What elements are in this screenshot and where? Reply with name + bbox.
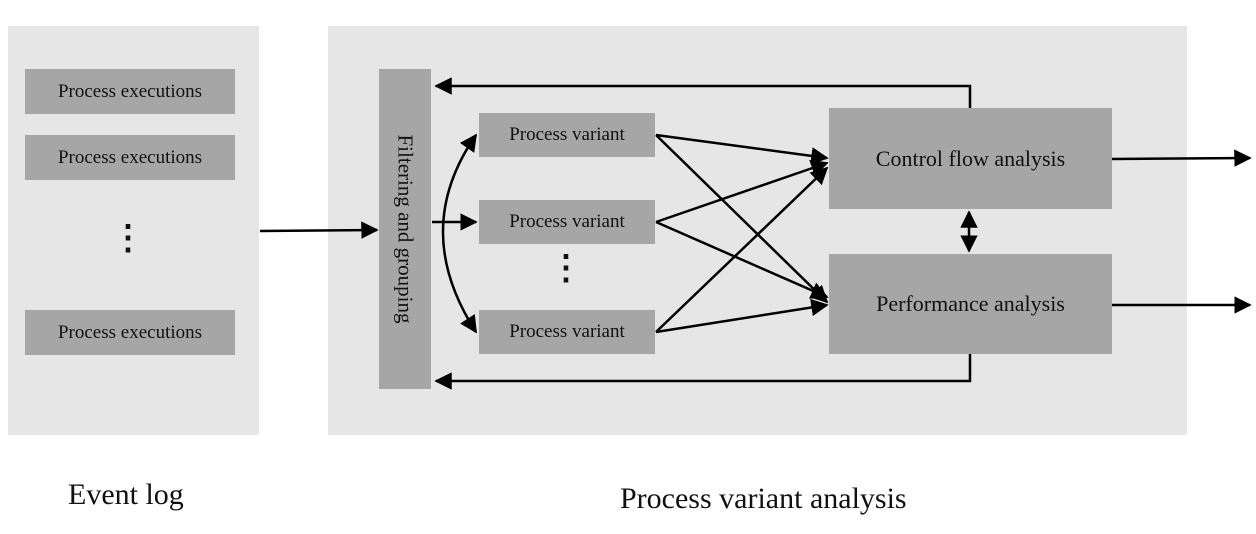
arrow-control-flow-output (1111, 149, 1252, 167)
variant-ellipsis: ⋮ (549, 250, 583, 287)
arrow-filter-curve (441, 133, 478, 334)
process-executions-box-3: Process executions (25, 310, 235, 355)
process-variant-box-1: Process variant (479, 113, 655, 157)
performance-analysis-box: Performance analysis (829, 254, 1112, 354)
control-flow-analysis-box: Control flow analysis (829, 108, 1112, 209)
process-variant-box-2: Process variant (479, 200, 655, 244)
process-executions-box-2: Process executions (25, 135, 235, 180)
filtering-grouping-box: Filtering and grouping (379, 69, 431, 389)
event-log-ellipsis: ⋮ (111, 220, 145, 257)
process-variant-box-3: Process variant (479, 310, 655, 354)
process-variant-analysis-caption: Process variant analysis (620, 482, 907, 515)
arrow-eventlog-to-filter (259, 221, 379, 239)
event-log-caption: Event log (68, 478, 184, 511)
process-executions-box-1: Process executions (25, 69, 235, 114)
arrow-control-flow-feedback (434, 77, 972, 108)
arrow-performance-feedback (434, 354, 972, 390)
